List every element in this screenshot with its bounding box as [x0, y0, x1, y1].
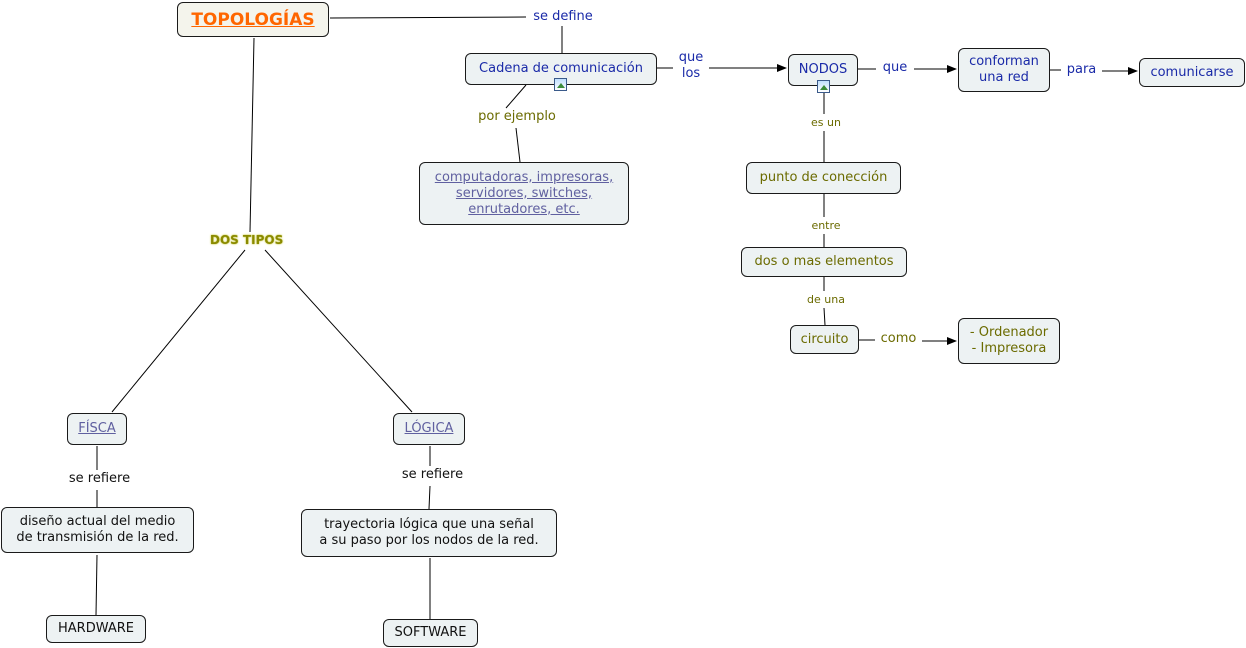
line-porejemplo-ejemplos: [515, 127, 521, 163]
ejemplos-node[interactable]: computadoras, impresoras, servidores, sw…: [419, 162, 629, 225]
punto-node[interactable]: punto de conección: [746, 162, 901, 194]
logica-node[interactable]: LÓGICA: [393, 413, 465, 445]
line-title-dostipos: [249, 37, 255, 233]
comunicarse-node[interactable]: comunicarse: [1139, 58, 1245, 87]
line-title-sedefine: [329, 16, 527, 19]
image-icon[interactable]: [554, 78, 567, 91]
hardware-node[interactable]: HARDWARE: [46, 615, 146, 643]
fisica-node[interactable]: FÍSCA: [67, 413, 127, 445]
image-icon[interactable]: [817, 80, 830, 93]
link-se-refiere-fisica: se refiere: [60, 471, 139, 487]
line-dostipos-fisica: [111, 249, 246, 413]
ordenador-node[interactable]: - Ordenador - Impresora: [958, 318, 1060, 364]
software-node[interactable]: SOFTWARE: [383, 619, 478, 647]
link-es-un: es un: [800, 115, 852, 131]
line-fisicadesc-hardware: [95, 554, 98, 616]
logica-desc-node[interactable]: trayectoria lógica que una señal a su pa…: [301, 509, 557, 557]
line-serefiere-logicadesc: [428, 485, 431, 510]
link-se-refiere-logica: se refiere: [393, 467, 472, 483]
link-que-los: que los: [673, 50, 709, 82]
dos-elementos-node[interactable]: dos o mas elementos: [741, 247, 907, 277]
line-cadena-porejemplo: [505, 84, 527, 109]
nodos-node[interactable]: NODOS: [788, 54, 858, 86]
line-dostipos-logica: [264, 249, 413, 413]
link-por-ejemplo: por ejemplo: [470, 109, 564, 125]
conforman-node[interactable]: conforman una red: [958, 48, 1050, 92]
title-node[interactable]: TOPOLOGÍAS: [177, 2, 329, 37]
link-como: como: [875, 331, 922, 347]
link-para: para: [1061, 62, 1102, 78]
link-se-define: se define: [526, 9, 600, 25]
link-que: que: [876, 60, 914, 76]
fisica-desc-node[interactable]: diseño actual del medio de transmisión d…: [1, 507, 194, 553]
dos-tipos-label: DOS TIPOS: [208, 233, 286, 247]
line-deuna-circuito: [823, 307, 826, 326]
link-de-una: de una: [796, 292, 856, 308]
circuito-node[interactable]: circuito: [790, 325, 859, 354]
link-entre: entre: [800, 218, 852, 234]
